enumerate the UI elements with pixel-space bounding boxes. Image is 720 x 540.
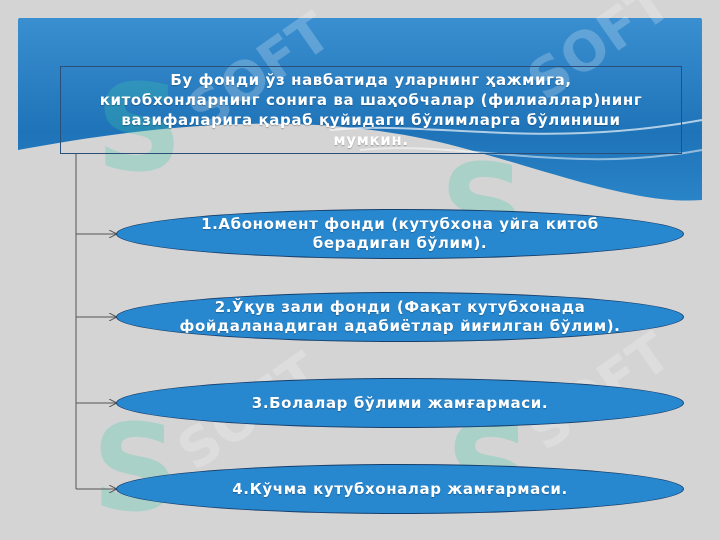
watermark-logo-icon: S (92, 400, 179, 539)
section-item-2: 2.Ўқув зали фонди (Фақат кутубхонада фой… (116, 292, 684, 342)
section-item-label: 4.Кўчма кутубхоналар жамғармаси. (232, 479, 568, 498)
section-item-3: 3.Болалар бўлими жамғармаси. (116, 378, 684, 428)
watermark-logo-icon: S (96, 60, 183, 199)
title-text: Бу фонди ўз навбатида уларнинг ҳажмига, … (99, 71, 643, 149)
section-item-4: 4.Кўчма кутубхоналар жамғармаси. (116, 464, 684, 514)
section-item-1: 1.Абономент фонди (кутубхона уйга китоб … (116, 209, 684, 259)
section-item-label: 3.Болалар бўлими жамғармаси. (251, 393, 549, 412)
title-box: Бу фонди ўз навбатида уларнинг ҳажмига, … (60, 66, 682, 154)
section-item-label: 2.Ўқув зали фонди (Фақат кутубхонада фой… (179, 298, 621, 335)
section-item-label: 1.Абономент фонди (кутубхона уйга китоб … (201, 215, 599, 252)
